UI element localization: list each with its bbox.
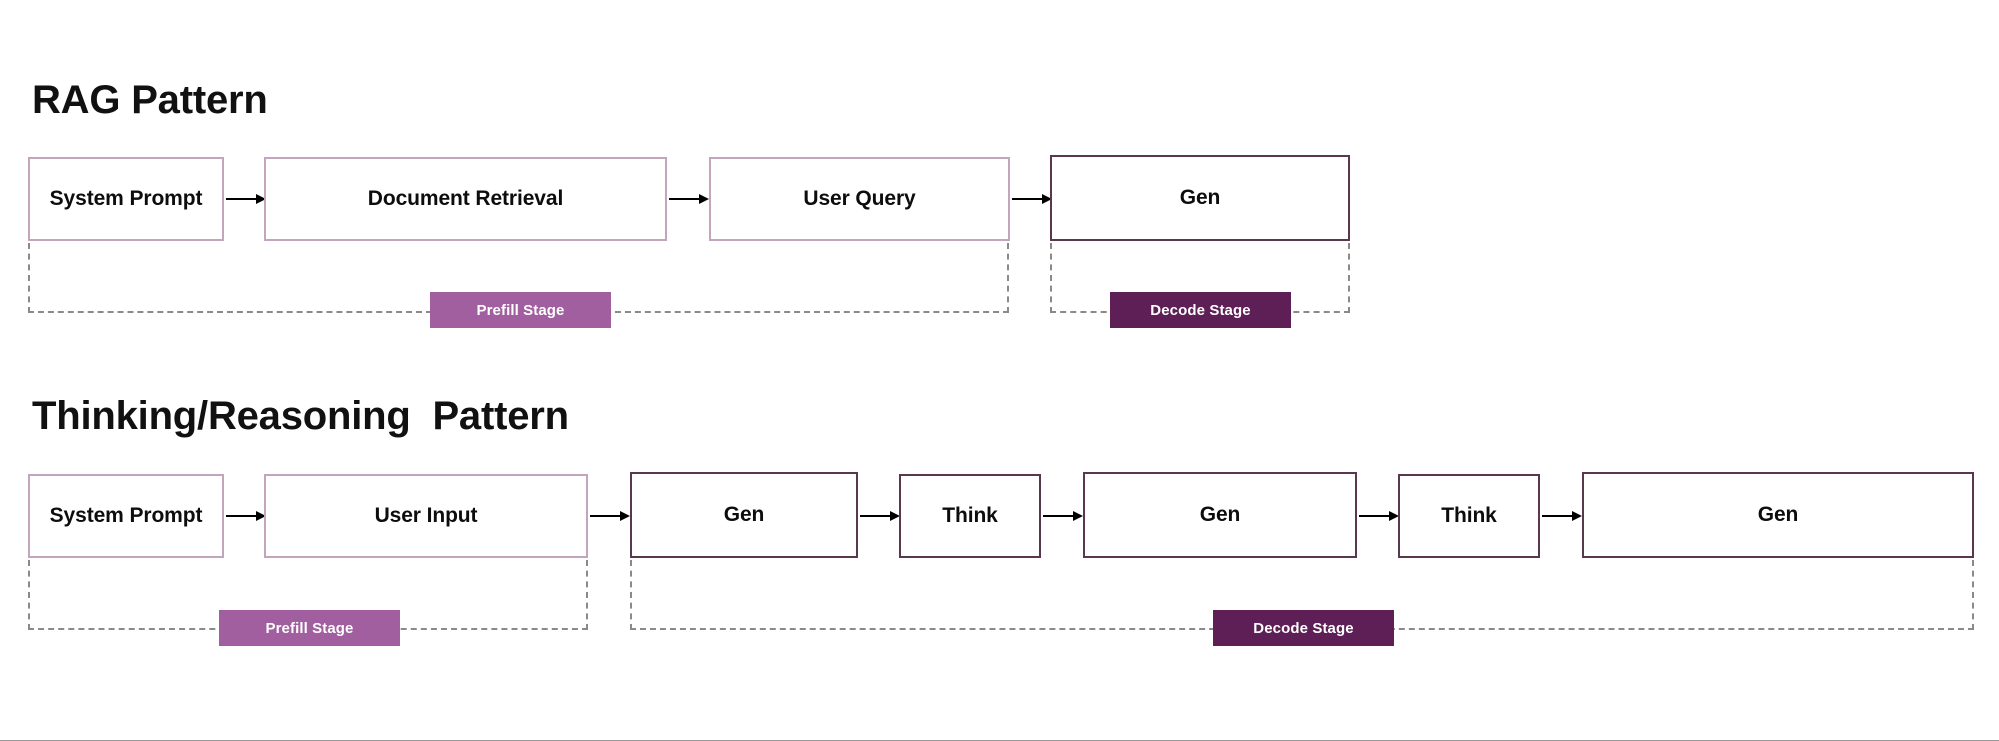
flow-box-user-input[interactable]: User Input: [264, 474, 588, 558]
arrow-right-icon: [1359, 509, 1399, 523]
flow-box-user-query[interactable]: User Query: [709, 157, 1010, 241]
flow-box-gen-rag[interactable]: Gen: [1050, 155, 1350, 241]
arrow-right-icon: [226, 192, 266, 206]
arrow-right-icon: [1012, 192, 1052, 206]
arrow-right-icon: [226, 509, 266, 523]
flow-box-label: System Prompt: [49, 504, 203, 527]
arrow-right-icon: [1542, 509, 1582, 523]
flow-box-document-retrieval[interactable]: Document Retrieval: [264, 157, 667, 241]
flow-box-label: Think: [942, 504, 998, 527]
flow-box-label: Gen: [1199, 503, 1241, 526]
arrow-right-icon: [1043, 509, 1083, 523]
flow-box-think-2[interactable]: Think: [1398, 474, 1540, 558]
stage-badge-label: Prefill Stage: [476, 301, 565, 319]
stage-badge-label: Decode Stage: [1253, 619, 1354, 637]
stage-badge-decode-rag[interactable]: Decode Stage: [1110, 292, 1291, 328]
flow-box-label: User Input: [374, 504, 478, 527]
arrow-right-icon: [860, 509, 900, 523]
flow-box-label: Gen: [1179, 186, 1221, 209]
arrow-right-icon: [669, 192, 709, 206]
flow-box-label: Gen: [1757, 503, 1799, 526]
flow-box-system-prompt-thinking[interactable]: System Prompt: [28, 474, 224, 558]
flow-box-gen-2[interactable]: Gen: [1083, 472, 1357, 558]
flow-box-system-prompt-rag[interactable]: System Prompt: [28, 157, 224, 241]
stage-badge-decode-thinking[interactable]: Decode Stage: [1213, 610, 1394, 646]
stage-badge-label: Prefill Stage: [265, 619, 354, 637]
stage-badge-prefill-thinking[interactable]: Prefill Stage: [219, 610, 400, 646]
flow-box-think-1[interactable]: Think: [899, 474, 1041, 558]
flow-box-label: Think: [1441, 504, 1497, 527]
flow-box-label: User Query: [803, 187, 916, 210]
section-title-rag: RAG Pattern: [32, 78, 268, 122]
flow-box-gen-3[interactable]: Gen: [1582, 472, 1974, 558]
flow-box-label: Document Retrieval: [367, 187, 564, 210]
section-title-thinking: Thinking/Reasoning Pattern: [32, 394, 569, 438]
stage-badge-prefill-rag[interactable]: Prefill Stage: [430, 292, 611, 328]
arrow-right-icon: [590, 509, 630, 523]
flow-box-gen-1[interactable]: Gen: [630, 472, 858, 558]
flow-box-label: Gen: [723, 503, 765, 526]
flow-box-label: System Prompt: [49, 187, 203, 210]
stage-badge-label: Decode Stage: [1150, 301, 1251, 319]
